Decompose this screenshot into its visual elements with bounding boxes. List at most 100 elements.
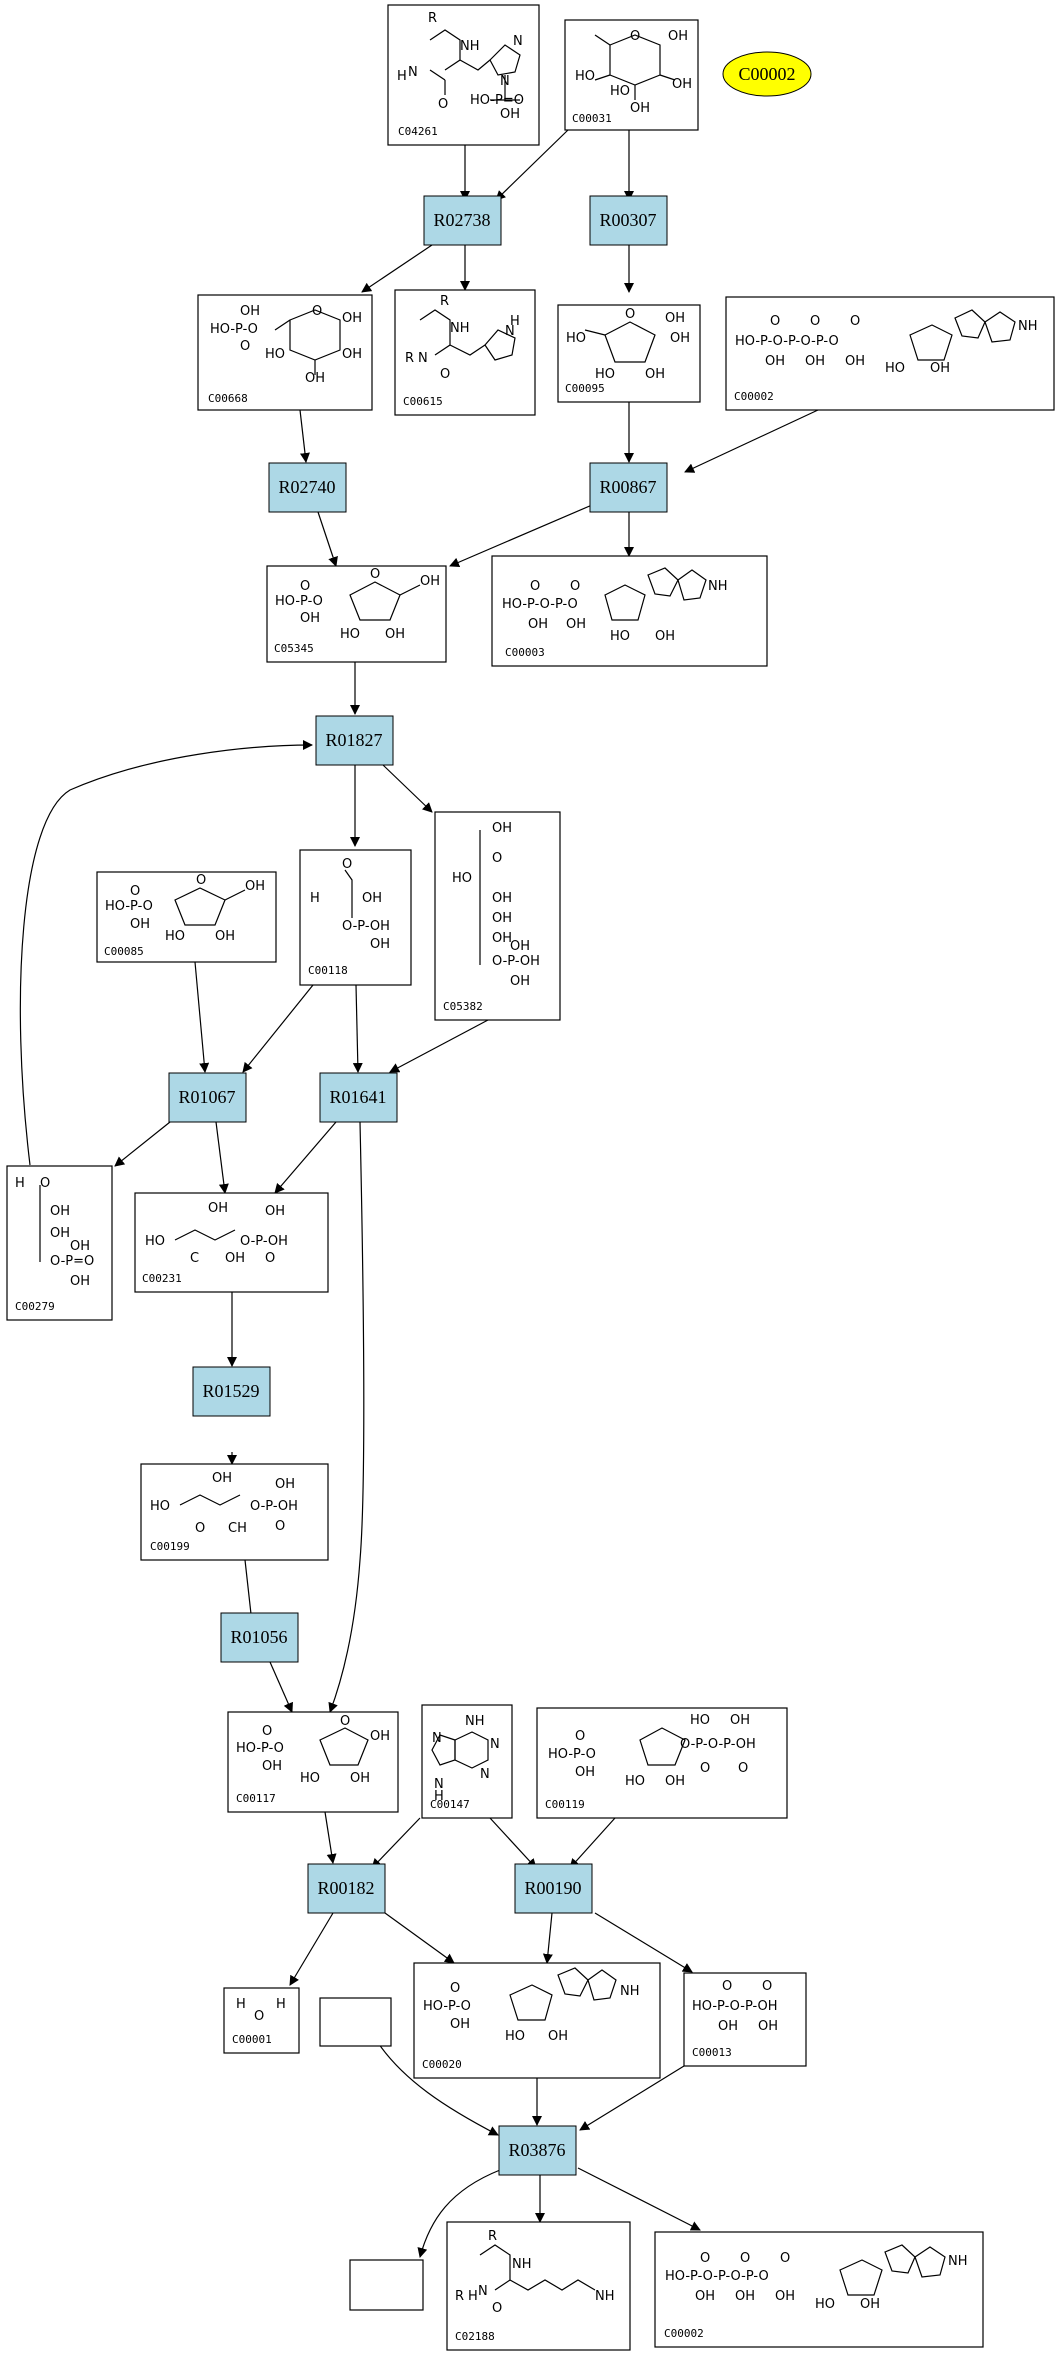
svg-text:O: O [630,29,640,44]
svg-text:O: O [575,1729,585,1744]
empty-compound-node[interactable] [319,1997,392,2047]
reaction-node-r00307[interactable]: R00307 [589,195,668,246]
svg-text:OH: OH [305,371,325,386]
compound-node-c00020[interactable]: O HO-P-O OH NH HO OH C00020 [413,1962,661,2079]
edge [384,1912,455,1964]
atom-labels: O OH HO HO OH OH [575,29,692,116]
svg-text:N: N [408,65,418,80]
reaction-node-r00867[interactable]: R00867 [589,462,668,513]
edge [417,2169,501,2258]
compound-node-c00095[interactable]: O OH OH HO HO OH C00095 [557,304,701,403]
compound-node-c00085[interactable]: O HO-P-O OH O OH HO OH C00085 [96,871,277,963]
svg-text:OH: OH [645,367,665,382]
svg-text:OH: OH [265,1204,285,1219]
highlight-node[interactable]: C00002 [722,51,812,97]
reaction-node-r03876[interactable]: R03876 [498,2125,577,2176]
reaction-node-r01067[interactable]: R01067 [168,1072,247,1123]
compound-node-c05345[interactable]: O HO-P-O OH O OH HO OH C05345 [266,565,447,663]
compound-node-c00118[interactable]: O H OH O-P-OH OH C00118 [299,849,412,986]
structure [509,1967,617,2021]
compound-id: C00119 [545,1798,585,1811]
svg-text:N: N [478,2284,488,2299]
structure [479,2244,596,2291]
svg-text:R: R [455,2289,464,2304]
svg-text:HO-P-O-P-O-P-O: HO-P-O-P-O-P-O [735,334,839,349]
compound-node-c00279[interactable]: H O OH OH O-P=O OH OH C00279 [6,1165,113,1321]
svg-text:O-P-OH: O-P-OH [240,1234,288,1249]
svg-text:O: O [625,307,635,322]
svg-text:OH: OH [492,931,512,946]
compound-id: C00615 [403,395,443,408]
edge [194,961,210,1073]
atom-labels: R NH R N H N O [405,294,520,382]
svg-text:OH: OH [548,2029,568,2044]
svg-text:O: O [492,851,502,866]
atom-labels: O H OH O-P-OH OH [310,857,390,952]
svg-text:HO: HO [625,1774,645,1789]
reaction-node-r02740[interactable]: R02740 [268,462,347,513]
reaction-node-r01827[interactable]: R01827 [315,715,394,766]
compound-id: C00199 [150,1540,190,1553]
compound-node-c00119[interactable]: O HO-P-O OH HO OH O-P-O-P-OH O O HO OH C… [536,1707,788,1819]
compound-node-c00199[interactable]: OH OH HO O-P-OH O CH O C00199 [140,1463,329,1561]
compound-node-c00231[interactable]: OH OH HO O-P-OH C OH O C00231 [134,1192,329,1293]
compound-node-c00013[interactable]: O O HO-P-O-P-OH OH OH C00013 [683,1972,807,2067]
svg-text:NH: NH [620,1984,640,1999]
highlight-ellipse [722,51,812,97]
edge [19,740,313,1166]
compound-node-c00002b[interactable]: O O O HO-P-O-P-O-P-O OH OH OH NH HO OH C… [654,2231,984,2348]
compound-id: C00003 [505,646,545,659]
svg-text:HO: HO [610,84,630,99]
reaction-node-r02738[interactable]: R02738 [423,195,502,246]
compound-id: C00118 [308,964,348,977]
reaction-node-r01529[interactable]: R01529 [192,1366,271,1417]
svg-text:O: O [370,567,380,582]
edge [215,1121,229,1194]
svg-text:O: O [196,873,206,888]
compound-node-c00002a[interactable]: O O O HO-P-O-P-O-P-O OH OH OH NH HO OH C… [725,296,1055,411]
compound-node-c00615[interactable]: R NH R N H N O C00615 [394,289,536,416]
structure [584,321,656,363]
compound-node-c00003[interactable]: O O HO-P-O-P-O OH OH NH HO OH C00003 [491,555,768,667]
atom-labels: O HO-P-O OH O OH HO OH [105,873,265,944]
structure [344,869,353,918]
svg-text:H: H [468,2289,478,2304]
svg-text:OH: OH [930,361,950,376]
compound-id: C00117 [236,1792,276,1805]
svg-text:OH: OH [510,974,530,989]
svg-text:NH: NH [465,1714,485,1729]
reaction-nodes: R02738 R00307 R02740 R00867 R01827 R0106… [168,195,668,2176]
compound-node-c04261[interactable]: R NH H N O N N HO-P=O OH C04261 [387,4,540,146]
svg-text:O: O [240,339,250,354]
reaction-node-r00190[interactable]: R00190 [514,1863,593,1914]
reaction-node-r01056[interactable]: R01056 [220,1612,299,1663]
svg-text:NH: NH [450,321,470,336]
svg-text:HO: HO [505,2029,525,2044]
svg-text:HO-P-O: HO-P-O [105,899,153,914]
compound-node-c00147[interactable]: NH N N N H N C00147 [421,1704,513,1819]
compound-node-c05382[interactable]: OH O HO OH OH OH O-P-OH OH OH C05382 [434,811,561,1021]
reaction-node-r01641[interactable]: R01641 [319,1072,398,1123]
svg-text:OH: OH [672,77,692,92]
svg-text:HO: HO [575,69,595,84]
svg-text:HO: HO [815,2297,835,2312]
atom-labels: H O H [236,1997,286,2024]
compound-node-c00031[interactable]: O OH HO HO OH OH C00031 [564,19,699,131]
empty-compound-node[interactable] [349,2259,424,2311]
compound-node-c02188[interactable]: R NH R H N O NH C02188 [446,2221,631,2351]
atom-labels: O O O HO-P-O-P-O-P-O OH OH OH NH HO OH [665,2251,968,2312]
reaction-node-r00182[interactable]: R00182 [307,1863,386,1914]
svg-text:R: R [405,351,414,366]
compound-id: C00095 [565,382,605,395]
compound-id: C00031 [572,112,612,125]
svg-text:C: C [190,1251,199,1266]
svg-text:OH: OH [450,2017,470,2032]
svg-text:HO: HO [452,871,472,886]
svg-text:CH: CH [228,1521,247,1536]
compound-node-c00117[interactable]: O HO-P-O OH O OH HO OH C00117 [227,1711,399,1813]
compound-node-c00668[interactable]: OH HO-P-O O O OH HO OH OH C00668 [197,294,373,411]
edge [579,2065,685,2131]
edge [594,1912,693,1973]
svg-text:H: H [510,314,520,329]
compound-node-c00001[interactable]: H O H C00001 [223,1987,300,2054]
